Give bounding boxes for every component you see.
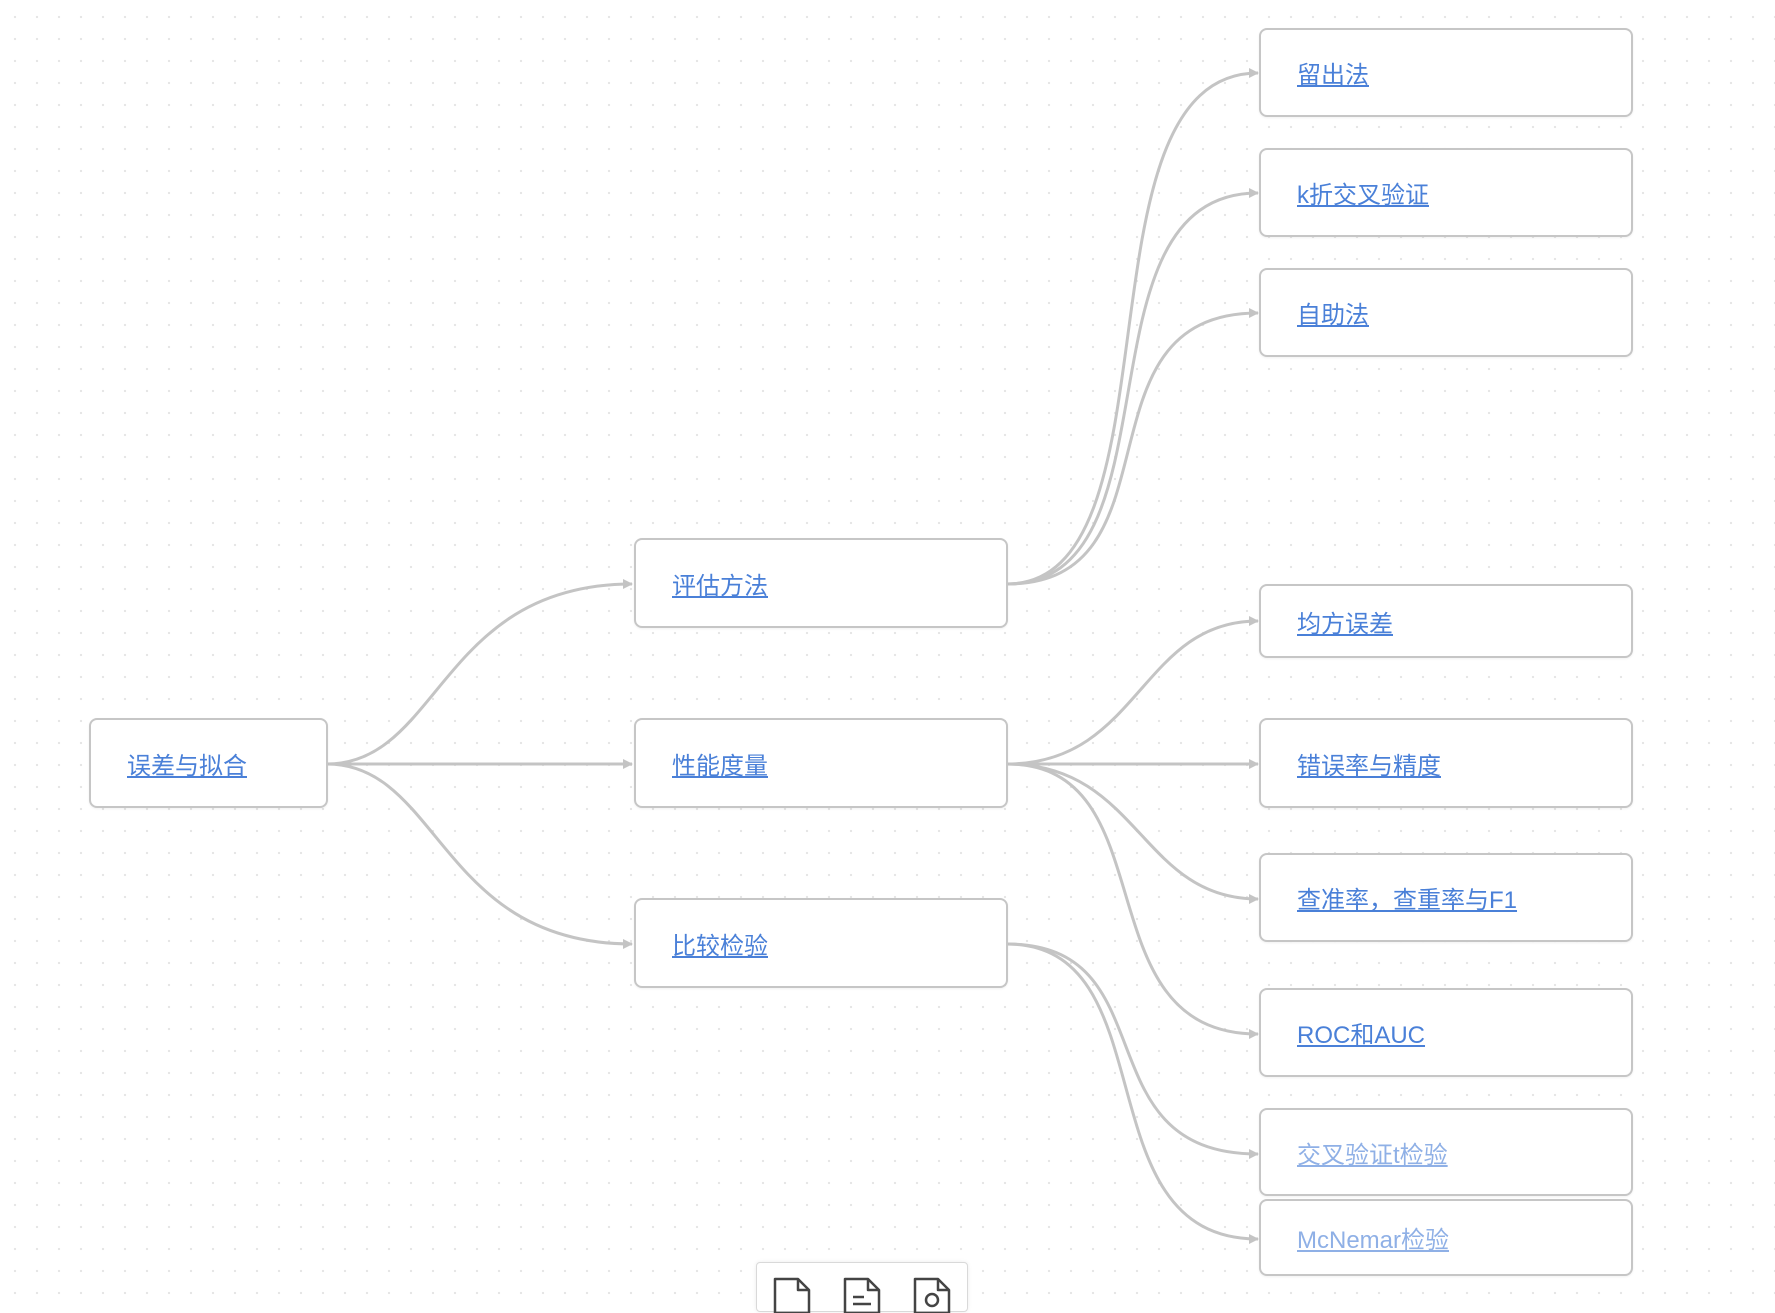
- edge-comparison-mcnemar: [1006, 942, 1259, 1244]
- leaf-node-label[interactable]: k折交叉验证: [1297, 182, 1429, 209]
- leaf-node-cv-t-test[interactable]: 交叉验证t检验: [1259, 1108, 1633, 1196]
- edge-metrics-roc: [1006, 762, 1259, 1039]
- edge-root-evaluation: [326, 579, 633, 766]
- leaf-node-mse[interactable]: 均方误差: [1259, 584, 1633, 658]
- edge-evaluation-kfold: [1006, 188, 1259, 586]
- leaf-node-label[interactable]: McNemar检验: [1297, 1227, 1450, 1254]
- edge-root-comparison: [326, 762, 633, 949]
- export-toolbar: [756, 1262, 968, 1313]
- leaf-node-label[interactable]: 自助法: [1297, 302, 1369, 329]
- root-node-label[interactable]: 误差与拟合: [127, 752, 247, 780]
- root-node[interactable]: 误差与拟合: [89, 718, 328, 808]
- branch-node-label[interactable]: 性能度量: [672, 752, 768, 780]
- branch-node-label[interactable]: 评估方法: [672, 572, 768, 600]
- leaf-node-label[interactable]: 均方误差: [1297, 610, 1393, 638]
- leaf-node-label[interactable]: ROC和AUC: [1297, 1022, 1426, 1049]
- leaf-node-label[interactable]: 留出法: [1297, 62, 1369, 89]
- branch-node-comparison-tests[interactable]: 比较检验: [634, 898, 1008, 988]
- leaf-node-precision-recall[interactable]: 查准率，查重率与F1: [1259, 853, 1633, 942]
- edge-evaluation-holdout: [1006, 68, 1259, 586]
- file-link-icon[interactable]: [912, 1277, 952, 1313]
- leaf-node-label[interactable]: 错误率与精度: [1297, 752, 1441, 780]
- edge-metrics-mse: [1006, 616, 1259, 766]
- leaf-node-label[interactable]: 交叉验证t检验: [1297, 1141, 1448, 1169]
- edge-comparison-t-test: [1006, 942, 1259, 1159]
- file-text-icon[interactable]: [842, 1277, 882, 1313]
- edge-metrics-precision: [1006, 762, 1259, 904]
- leaf-node-mcnemar[interactable]: McNemar检验: [1259, 1199, 1633, 1276]
- leaf-node-holdout[interactable]: 留出法: [1259, 28, 1633, 117]
- leaf-node-error-rate[interactable]: 错误率与精度: [1259, 718, 1633, 808]
- file-icon[interactable]: [772, 1277, 812, 1313]
- branch-node-performance-metrics[interactable]: 性能度量: [634, 718, 1008, 808]
- branch-node-label[interactable]: 比较检验: [672, 932, 768, 960]
- leaf-node-label[interactable]: 查准率，查重率与F1: [1297, 887, 1518, 914]
- leaf-node-roc-auc[interactable]: ROC和AUC: [1259, 988, 1633, 1077]
- branch-node-evaluation-methods[interactable]: 评估方法: [634, 538, 1008, 628]
- edge-evaluation-bootstrap: [1006, 308, 1259, 586]
- leaf-node-k-fold[interactable]: k折交叉验证: [1259, 148, 1633, 237]
- leaf-node-bootstrap[interactable]: 自助法: [1259, 268, 1633, 357]
